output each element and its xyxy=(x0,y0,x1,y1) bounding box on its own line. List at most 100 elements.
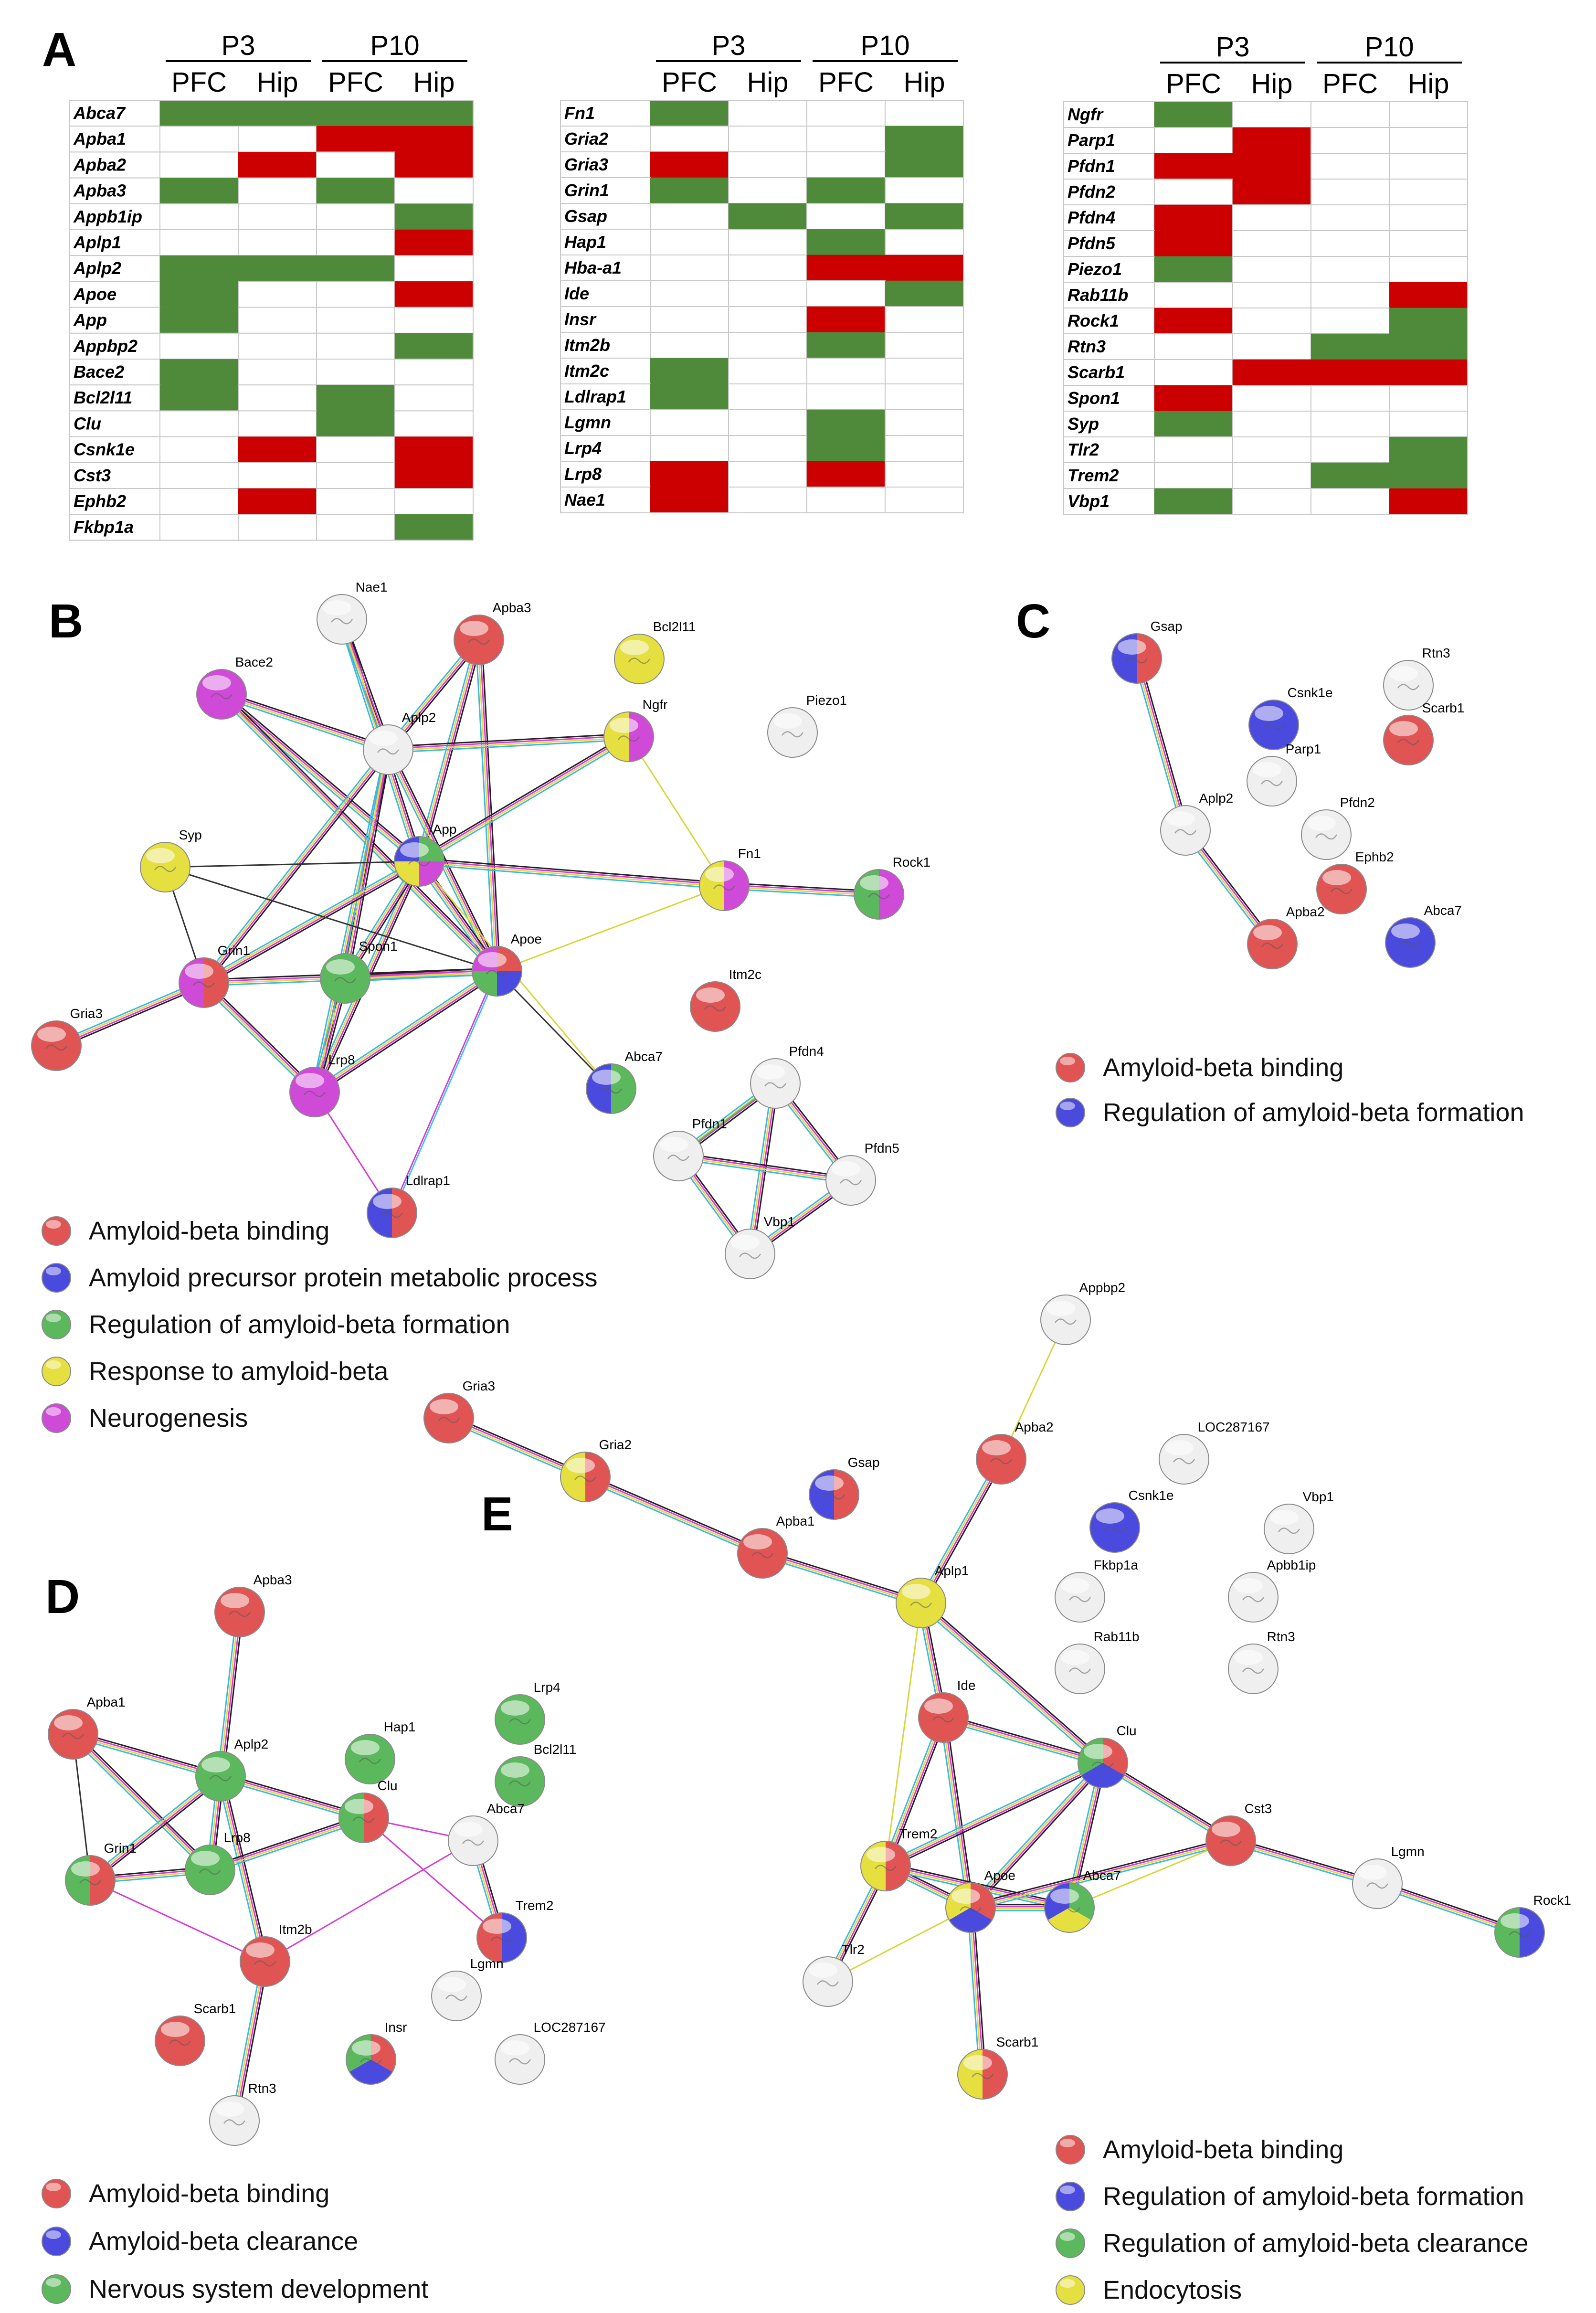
node-piezo1[interactable]: Piezo1 xyxy=(767,693,847,758)
table-row: Rock1 xyxy=(1063,308,1468,334)
node-app[interactable]: App xyxy=(394,822,456,887)
protein-structure-icon xyxy=(508,2058,531,2065)
node-trem2[interactable]: Trem2 xyxy=(860,1826,937,1891)
node-lrp4[interactable]: Lrp4 xyxy=(495,1680,560,1745)
node-apbb1ip[interactable]: Apbb1ip xyxy=(1228,1558,1316,1623)
node-syp[interactable]: Syp xyxy=(140,828,202,892)
node-grin1[interactable]: Grin1 xyxy=(65,1841,137,1906)
node-label: Ide xyxy=(957,1678,976,1693)
node-apba3[interactable]: Apba3 xyxy=(454,600,531,665)
node-appbp2[interactable]: Appbp2 xyxy=(1040,1280,1125,1345)
node-apba3[interactable]: Apba3 xyxy=(214,1572,292,1637)
node-aplp2[interactable]: Aplp2 xyxy=(363,710,436,775)
heat-cell-red xyxy=(238,436,317,463)
node-csnk1e[interactable]: Csnk1e xyxy=(1248,685,1333,750)
gene-cell xyxy=(1063,153,1155,180)
node-vbp1[interactable]: Vbp1 xyxy=(1264,1489,1334,1554)
node-label: Clu xyxy=(1117,1723,1137,1738)
node-apba2[interactable]: Apba2 xyxy=(1247,904,1325,969)
node-csnk1e[interactable]: Csnk1e xyxy=(1089,1488,1174,1553)
node-bcl2l11[interactable]: Bcl2l11 xyxy=(495,1742,576,1807)
node-nae1[interactable]: Nae1 xyxy=(317,580,388,645)
node-cst3[interactable]: Cst3 xyxy=(1205,1801,1272,1866)
node-abca7[interactable]: Abca7 xyxy=(1385,903,1462,968)
node-ephb2[interactable]: Ephb2 xyxy=(1316,849,1394,914)
node-label: Piezo1 xyxy=(806,693,847,708)
heat-cell-empty xyxy=(806,151,886,178)
node-rab11b[interactable]: Rab11b xyxy=(1055,1629,1140,1694)
node-bace2[interactable]: Bace2 xyxy=(196,655,273,720)
node-itm2c[interactable]: Itm2c xyxy=(690,967,761,1032)
node-scarb1[interactable]: Scarb1 xyxy=(957,2035,1038,2100)
node-trem2[interactable]: Trem2 xyxy=(476,1898,553,1963)
node-fn1[interactable]: Fn1 xyxy=(699,846,761,911)
gene-label: Abca7 xyxy=(73,103,126,123)
panel-letter-d: D xyxy=(45,1570,80,1623)
node-gsap[interactable]: Gsap xyxy=(1111,619,1183,684)
node-abca7[interactable]: Abca7 xyxy=(586,1049,663,1114)
heat-cell-empty xyxy=(650,280,729,307)
node-rtn3[interactable]: Rtn3 xyxy=(1383,646,1450,711)
node-itm2b[interactable]: Itm2b xyxy=(240,1922,312,1987)
node-outline xyxy=(1111,633,1162,684)
edge-strand xyxy=(222,693,498,971)
node-rtn3[interactable]: Rtn3 xyxy=(1228,1629,1295,1694)
node-ide[interactable]: Ide xyxy=(918,1678,976,1743)
node-outline xyxy=(345,1734,395,1784)
node-ldlrap1[interactable]: Ldlrap1 xyxy=(367,1173,450,1238)
protein-structure-icon xyxy=(352,1816,375,1823)
node-outline xyxy=(448,1815,498,1866)
node-scarb1[interactable]: Scarb1 xyxy=(155,2001,236,2066)
edge-apoe-tlr2 xyxy=(827,1907,971,1983)
legend-item: Amyloid-beta clearance xyxy=(42,2227,358,2256)
protein-structure-icon xyxy=(377,748,400,755)
node-clu[interactable]: Clu xyxy=(1078,1723,1137,1788)
node-outline xyxy=(653,1131,704,1181)
node-fkbp1a[interactable]: Fkbp1a xyxy=(1055,1558,1138,1623)
heat-cell-red xyxy=(806,255,886,281)
node-abca7[interactable]: Abca7 xyxy=(1044,1868,1121,1933)
node-gsap[interactable]: Gsap xyxy=(809,1455,880,1520)
heat-cell-empty xyxy=(885,409,964,436)
node-scarb1[interactable]: Scarb1 xyxy=(1383,700,1464,765)
node-apoe[interactable]: Apoe xyxy=(945,1868,1015,1933)
node-clu[interactable]: Clu xyxy=(338,1778,398,1843)
node-vbp1[interactable]: Vbp1 xyxy=(725,1214,795,1279)
node-lrp8[interactable]: Lrp8 xyxy=(185,1830,251,1895)
node-pfdn1[interactable]: Pfdn1 xyxy=(653,1116,727,1181)
node-ngfr[interactable]: Ngfr xyxy=(603,697,668,762)
node-loc287167[interactable]: LOC287167 xyxy=(495,2020,606,2085)
node-rock1[interactable]: Rock1 xyxy=(1494,1893,1571,1958)
heat-cell-empty xyxy=(316,281,395,308)
node-tlr2[interactable]: Tlr2 xyxy=(803,1942,865,2007)
node-rtn3[interactable]: Rtn3 xyxy=(209,2081,276,2146)
node-rock1[interactable]: Rock1 xyxy=(854,855,930,920)
node-loc287167[interactable]: LOC287167 xyxy=(1159,1420,1270,1485)
node-pfdn5[interactable]: Pfdn5 xyxy=(825,1141,899,1206)
node-grin1[interactable]: Grin1 xyxy=(179,943,250,1008)
node-gria3[interactable]: Gria3 xyxy=(423,1379,495,1443)
node-insr[interactable]: Insr xyxy=(346,2020,407,2085)
node-lgmn[interactable]: Lgmn xyxy=(431,1956,504,2021)
node-lrp8[interactable]: Lrp8 xyxy=(289,1052,355,1117)
node-lgmn[interactable]: Lgmn xyxy=(1352,1844,1425,1909)
node-gria3[interactable]: Gria3 xyxy=(31,1006,103,1071)
node-hap1[interactable]: Hap1 xyxy=(345,1719,416,1784)
node-gria2[interactable]: Gria2 xyxy=(560,1437,632,1502)
edge-strand xyxy=(586,1473,764,1551)
node-parp1[interactable]: Parp1 xyxy=(1247,742,1321,806)
node-bcl2l11[interactable]: Bcl2l11 xyxy=(614,619,696,684)
node-apba1[interactable]: Apba1 xyxy=(48,1695,126,1760)
node-apba1[interactable]: Apba1 xyxy=(737,1514,815,1579)
node-pfdn4[interactable]: Pfdn4 xyxy=(750,1044,824,1109)
node-apba2[interactable]: Apba2 xyxy=(976,1420,1054,1485)
node-abca7[interactable]: Abca7 xyxy=(448,1801,525,1866)
node-spon1[interactable]: Spon1 xyxy=(320,939,398,1004)
node-outline xyxy=(1228,1644,1279,1694)
node-aplp2[interactable]: Aplp2 xyxy=(1160,791,1233,856)
node-aplp2[interactable]: Aplp2 xyxy=(195,1737,268,1802)
node-aplp1[interactable]: Aplp1 xyxy=(896,1563,969,1628)
node-apoe[interactable]: Apoe xyxy=(472,932,542,997)
node-pfdn2[interactable]: Pfdn2 xyxy=(1301,795,1375,860)
